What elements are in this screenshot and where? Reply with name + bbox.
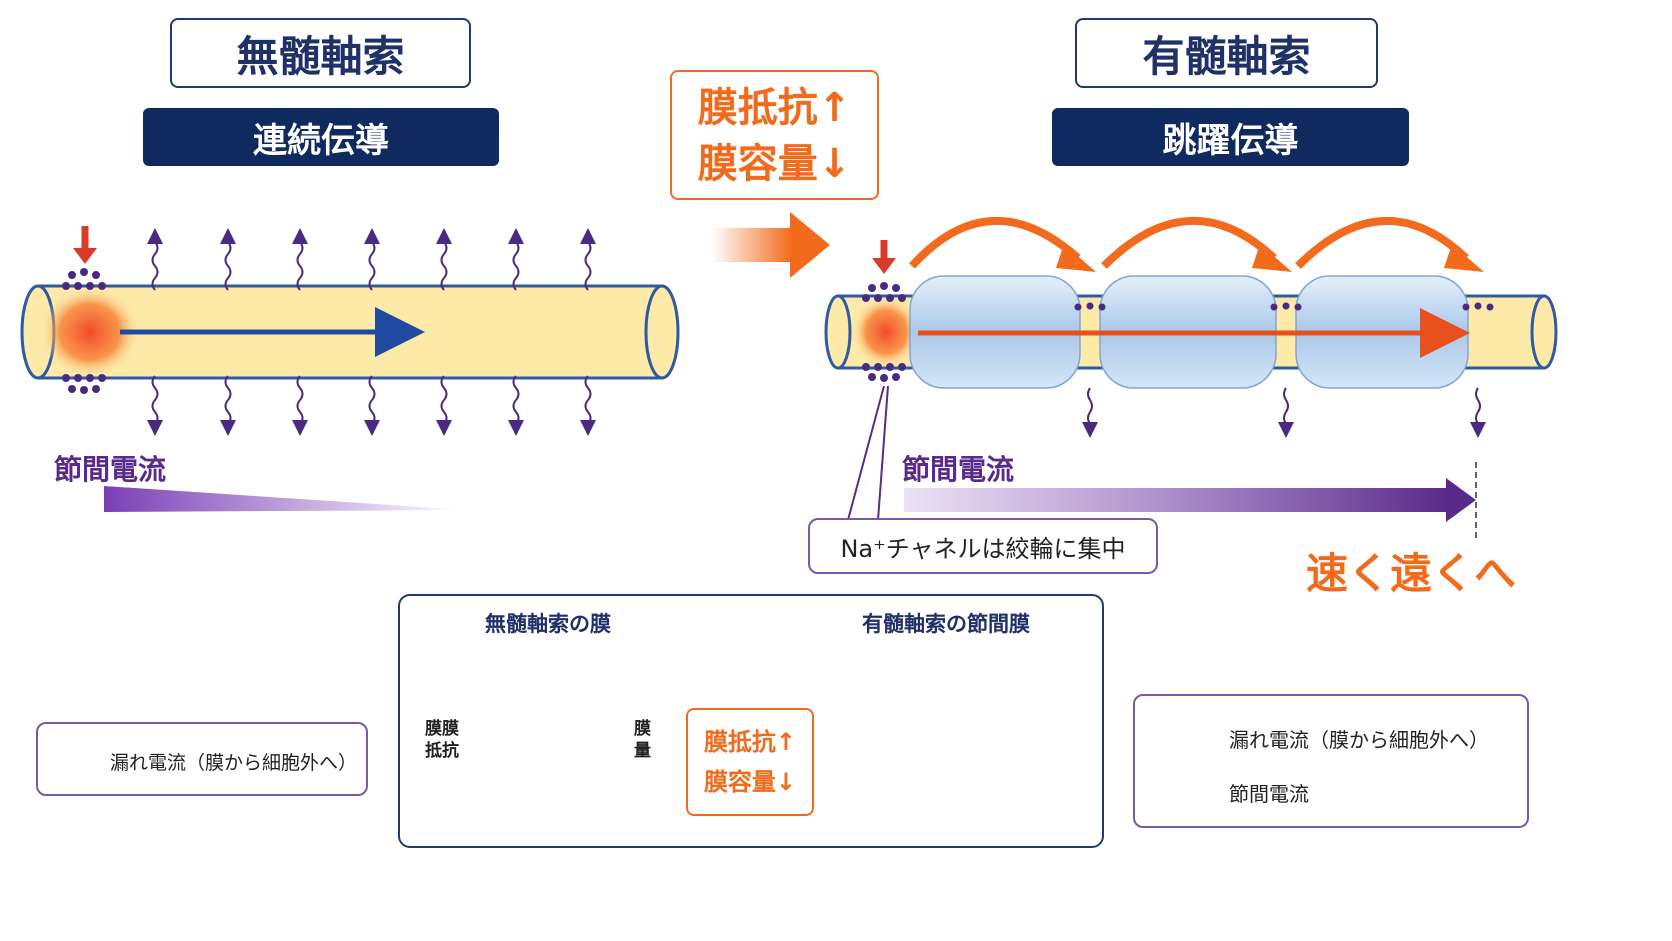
saltatory-jump-arrows — [909, 216, 1469, 269]
membrane-resistance-up: 膜抵抗↑ — [697, 85, 852, 131]
legend-right: 漏れ電流（膜から細胞外へ） 節間電流 — [1133, 694, 1529, 828]
leak-currents-left — [147, 228, 596, 436]
membrane-capacitance-down: 膜容量↓ — [697, 141, 852, 187]
internodal-current-label-right: 節間電流 — [902, 453, 1015, 486]
unmyelinated-title-box: 無髄軸索 — [170, 18, 471, 88]
capacitor-label: 膜 量 — [634, 718, 651, 762]
internodal-current-label-left: 節間電流 — [54, 453, 167, 486]
na-channels-left — [62, 268, 106, 394]
resistor-label-line1: 膜膜 — [425, 719, 459, 739]
internodal-current-arrow-right — [904, 462, 1477, 540]
saltatory-arrow-heads — [1056, 244, 1484, 272]
circuit-left-title: 無髄軸索の膜 — [485, 612, 611, 636]
myelinated-title-box: 有髄軸索 — [1075, 18, 1378, 88]
legend-right-leak-text: 漏れ電流（膜から細胞外へ） — [1229, 728, 1489, 752]
circuit-resistance-up: 膜抵抗↑ — [703, 728, 797, 756]
internodal-current-decay-left — [104, 486, 466, 512]
na-channel-callout: Na⁺チャネルは絞輪に集中 — [808, 518, 1158, 574]
legend-left: 漏れ電流（膜から細胞外へ） — [36, 722, 368, 796]
resistor-label-line2: 抵抗 — [425, 741, 459, 761]
resistor-label: 膜膜 抵抗 — [425, 718, 459, 762]
leak-currents-right — [1082, 387, 1486, 438]
capacitor-label-line2: 量 — [634, 741, 651, 761]
capacitor-label-line1: 膜 — [634, 719, 651, 739]
saltatory-conduction-label-box: 跳躍伝導 — [1052, 108, 1409, 166]
fast-far-label: 速く遠くへ — [1306, 549, 1517, 598]
continuous-conduction-label: 連続伝導 — [253, 120, 389, 161]
unmyelinated-axon — [20, 284, 680, 380]
circuit-change-box: 膜抵抗↑ 膜容量↓ — [686, 708, 814, 816]
circuit-capacitance-down: 膜容量↓ — [703, 768, 797, 796]
na-callout-lines — [847, 385, 889, 521]
membrane-change-box: 膜抵抗↑ 膜容量↓ — [670, 70, 879, 200]
legend-left-leak-text: 漏れ電流（膜から細胞外へ） — [110, 752, 358, 774]
transition-arrow — [712, 212, 830, 278]
na-channel-callout-text: Na⁺チャネルは絞輪に集中 — [840, 534, 1126, 563]
saltatory-conduction-label: 跳躍伝導 — [1162, 120, 1299, 161]
legend-right-internodal-text: 節間電流 — [1229, 782, 1309, 806]
stimulus-arrow-left — [73, 226, 97, 264]
myelinated-title: 有髄軸索 — [1142, 31, 1311, 81]
unmyelinated-title: 無髄軸索 — [236, 31, 405, 81]
na-channels-right — [862, 282, 1494, 382]
stimulus-arrow-right — [872, 240, 896, 274]
myelinated-axon — [824, 275, 1558, 389]
continuous-conduction-label-box: 連続伝導 — [143, 108, 499, 166]
circuit-right-title: 有髄軸索の節間膜 — [862, 612, 1030, 636]
